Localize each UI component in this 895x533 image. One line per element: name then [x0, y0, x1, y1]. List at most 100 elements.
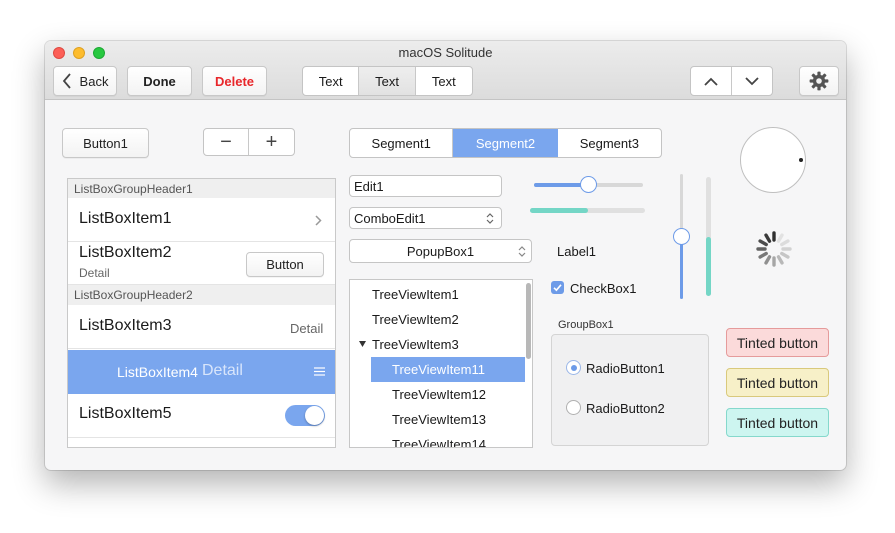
- list-item-5[interactable]: ListBoxItem5: [68, 394, 335, 438]
- radio-dot: [570, 364, 577, 371]
- tinted-button-label: Tinted button: [736, 414, 819, 431]
- text-segment-2[interactable]: Text: [359, 67, 416, 95]
- chevron-right-icon: [315, 215, 322, 226]
- tinted-button-red[interactable]: Tinted button: [726, 328, 829, 357]
- button1[interactable]: Button1: [62, 128, 149, 158]
- toggle-knob: [305, 406, 324, 425]
- up-down-arrows-icon[interactable]: [486, 212, 494, 225]
- minus-icon: −: [220, 130, 232, 153]
- toggle-switch[interactable]: [285, 405, 325, 426]
- edit-field[interactable]: Edit1: [349, 175, 502, 197]
- text-segment-label: Text: [431, 73, 456, 89]
- delete-label: Delete: [214, 73, 255, 89]
- tree-item-2[interactable]: TreeViewItem2: [372, 312, 459, 327]
- done-button[interactable]: Done: [127, 66, 192, 96]
- back-button[interactable]: Back: [53, 66, 117, 96]
- segment-1[interactable]: Segment1: [350, 129, 454, 157]
- tree-scrollbar[interactable]: [526, 283, 531, 359]
- edit-field-value: Edit1: [354, 178, 384, 194]
- tinted-button-label: Tinted button: [736, 374, 819, 391]
- segmented-control: Segment1 Segment2 Segment3: [349, 128, 662, 158]
- list-item-detail: Detail: [290, 321, 324, 336]
- popup-box[interactable]: PopupBox1: [349, 239, 532, 263]
- window-title: macOS Solitude: [398, 45, 493, 60]
- checkbox[interactable]: [551, 281, 564, 294]
- groupbox-title: GroupBox1: [558, 319, 614, 331]
- tree-item-14[interactable]: TreeViewItem14: [392, 437, 486, 448]
- stepper-minus-button[interactable]: −: [204, 129, 250, 155]
- tree-item-selected-row[interactable]: [371, 357, 525, 382]
- combo-edit[interactable]: ComboEdit1: [349, 207, 502, 229]
- tinted-button-label: Tinted button: [736, 334, 819, 351]
- progress-fill: [706, 236, 711, 296]
- list-item-1[interactable]: ListBoxItem1: [68, 198, 335, 242]
- up-button[interactable]: [691, 67, 732, 95]
- tree-item-13[interactable]: TreeViewItem13: [392, 412, 486, 427]
- text-segment-label: Text: [318, 73, 343, 89]
- list-item-title: ListBoxItem3: [79, 317, 172, 334]
- stepper-plus-button[interactable]: +: [249, 129, 294, 155]
- zoom-window-button[interactable]: [93, 47, 105, 59]
- slider-knob[interactable]: [580, 176, 597, 193]
- vertical-slider[interactable]: [673, 174, 690, 299]
- list-group-header-2: ListBoxGroupHeader2: [68, 285, 335, 305]
- list-item-3[interactable]: ListBoxItem3 Detail: [68, 305, 335, 349]
- up-down-arrows-icon: [518, 246, 526, 257]
- drag-handle-icon[interactable]: [314, 367, 325, 376]
- dial-knob[interactable]: [740, 127, 806, 193]
- spinner-icon: [756, 231, 792, 267]
- list-item-detail: Detail: [202, 362, 243, 379]
- back-label: Back: [79, 73, 109, 89]
- title-bar: macOS Solitude Back Done Delete Text Tex…: [45, 41, 846, 100]
- tinted-button-teal[interactable]: Tinted button: [726, 408, 829, 437]
- tree-item-3[interactable]: TreeViewItem3: [372, 337, 459, 352]
- close-window-button[interactable]: [53, 47, 65, 59]
- checkbox-label[interactable]: CheckBox1: [570, 281, 637, 296]
- list-group-header-1: ListBoxGroupHeader1: [68, 179, 335, 198]
- vertical-progress-bar: [706, 177, 711, 296]
- text-segment-3[interactable]: Text: [416, 67, 472, 95]
- slider-knob[interactable]: [673, 228, 690, 245]
- text-segment-1[interactable]: Text: [303, 67, 360, 95]
- text-segmented-control: Text Text Text: [302, 66, 473, 96]
- chevron-left-icon: [62, 73, 71, 89]
- tinted-button-yellow[interactable]: Tinted button: [726, 368, 829, 397]
- segment-2[interactable]: Segment2: [453, 129, 558, 157]
- list-item-2[interactable]: ListBoxItem2 Detail Button: [68, 242, 335, 285]
- slider-fill: [534, 183, 589, 187]
- segment-3[interactable]: Segment3: [558, 129, 661, 157]
- stepper: − +: [203, 128, 295, 156]
- down-button[interactable]: [732, 67, 773, 95]
- list-item-title: ListBoxItem4: [117, 364, 198, 380]
- chevron-up-icon: [704, 77, 718, 86]
- disclosure-triangle-icon[interactable]: [359, 341, 366, 347]
- tree-item-12[interactable]: TreeViewItem12: [392, 387, 486, 402]
- list-box: ListBoxGroupHeader1 ListBoxItem1 ListBox…: [67, 178, 336, 448]
- segment-label: Segment2: [475, 135, 536, 151]
- settings-button[interactable]: [799, 66, 839, 96]
- list-item-4-selected[interactable]: ListBoxItem4 Detail: [68, 350, 335, 394]
- gear-icon: [809, 71, 829, 91]
- dial-indicator: [799, 158, 803, 162]
- slider-fill: [680, 236, 683, 299]
- text-segment-label: Text: [375, 73, 399, 89]
- horizontal-slider[interactable]: [534, 176, 643, 193]
- plus-icon: +: [265, 130, 278, 153]
- radio-button-2[interactable]: [566, 400, 581, 415]
- popup-box-value: PopupBox1: [406, 243, 475, 259]
- list-item-title: ListBoxItem5: [79, 405, 172, 422]
- tree-item-1[interactable]: TreeViewItem1: [372, 287, 459, 302]
- groupbox: RadioButton1 RadioButton2: [551, 334, 709, 446]
- combo-edit-value: ComboEdit1: [354, 210, 426, 226]
- segment-label: Segment3: [579, 135, 639, 151]
- radio-button-1[interactable]: [566, 360, 581, 375]
- progress-fill: [530, 208, 588, 213]
- list-item-button[interactable]: Button: [246, 252, 324, 277]
- radio-label-1[interactable]: RadioButton1: [586, 361, 665, 376]
- delete-button[interactable]: Delete: [202, 66, 267, 96]
- tree-item-11[interactable]: TreeViewItem11: [392, 362, 485, 377]
- checkmark-icon: [553, 284, 562, 292]
- minimize-window-button[interactable]: [73, 47, 85, 59]
- radio-label-2[interactable]: RadioButton2: [586, 401, 665, 416]
- up-down-control: [690, 66, 773, 96]
